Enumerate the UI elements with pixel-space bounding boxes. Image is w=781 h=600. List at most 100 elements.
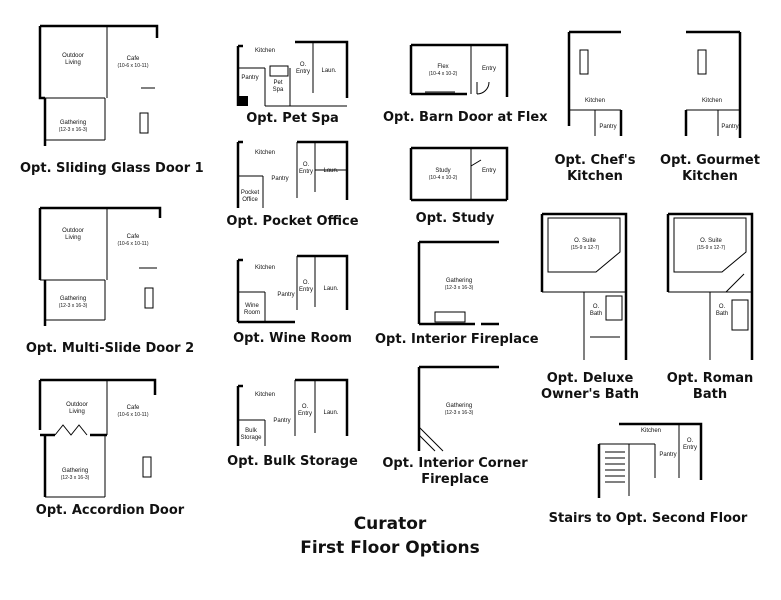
gathering-dimensions: (12-3 x 16-3) [58, 303, 88, 309]
outdoor-living-label: Outdoor Living [62, 53, 84, 66]
kitchen-label: Kitchen [640, 428, 661, 434]
caption-line-2: Kitchen [567, 169, 623, 184]
cafe-dimensions: (10-6 x 10-11) [117, 241, 149, 247]
laundry-label: Laun. [323, 286, 339, 292]
bulk-storage-label: Bulk Storage [240, 428, 262, 441]
title-line-1: Curator [353, 514, 427, 534]
laundry-label: Laun. [323, 410, 339, 416]
suite-name: O. Suite [700, 238, 722, 244]
laundry-label: Laun. [323, 168, 339, 174]
gathering-dimensions: (12-3 x 16-3) [58, 127, 88, 133]
kitchen-label: Kitchen [254, 392, 275, 398]
caption-sliding-glass-door: Opt. Sliding Glass Door 1 [20, 161, 204, 176]
plan-interior-corner-fireplace: Gathering (12-3 x 16-3) [415, 365, 505, 455]
page-title: Curator First Floor Options [220, 512, 560, 560]
caption-line-2: Kitchen [682, 169, 738, 184]
suite-dimensions: (15-9 x 12-7) [570, 245, 600, 251]
owner-suite-label: O. Suite (15-9 x 12-7) [560, 238, 610, 252]
cafe-name: Cafe [126, 234, 140, 240]
entry-label: O. Entry [298, 280, 313, 293]
gourmet-kitchen-drawing [684, 30, 742, 138]
study-dimensions: (10-4 x 10-2) [428, 175, 458, 181]
pocket-office-label: Pocket Office [240, 190, 260, 203]
plan-gourmet-kitchen: Kitchen Pantry [682, 30, 744, 138]
entry-label: O. Entry [298, 162, 313, 175]
gathering-name: Gathering [59, 296, 87, 302]
stairs-second-floor-drawing [597, 422, 703, 498]
gathering-label: Gathering (12-3 x 16-3) [435, 403, 483, 417]
gathering-dimensions: (12-3 x 16-3) [444, 410, 474, 416]
caption-roman-bath: Opt. Roman Bath [660, 371, 760, 403]
owner-bath-label: O. Bath [715, 304, 729, 317]
kitchen-label: Kitchen [584, 98, 605, 104]
caption-study: Opt. Study [415, 211, 495, 226]
cafe-name: Cafe [126, 405, 140, 411]
entry-label: O. Entry [297, 404, 312, 417]
plan-accordion-door: Outdoor Living Cafe (10-6 x 10-11) Gathe… [35, 375, 165, 505]
caption-line-2: Bath [692, 387, 728, 402]
cafe-label: Cafe (10-6 x 10-11) [113, 405, 153, 419]
gathering-name: Gathering [61, 468, 89, 474]
kitchen-label: Kitchen [254, 150, 275, 156]
suite-name: O. Suite [574, 238, 596, 244]
deluxe-owners-bath-drawing [540, 212, 628, 360]
caption-bulk-storage: Opt. Bulk Storage [227, 454, 358, 469]
outdoor-living-label: Outdoor Living [62, 228, 84, 241]
caption-gourmet-kitchen: Opt. Gourmet Kitchen [660, 153, 760, 185]
plan-pet-spa: Kitchen Pantry Pet Spa O. Entry Laun. [235, 38, 350, 108]
entry-label: Entry [481, 66, 496, 72]
pantry-label: Pantry [721, 124, 739, 130]
flex-label: Flex (10-4 x 10-2) [419, 64, 467, 78]
pet-spa-drawing [236, 40, 349, 107]
pantry-label: Pantry [659, 452, 677, 458]
owner-bath-label: O. Bath [589, 304, 603, 317]
interior-fireplace-drawing [417, 240, 499, 326]
kitchen-label: Kitchen [254, 48, 275, 54]
caption-accordion-door: Opt. Accordion Door [35, 503, 185, 518]
entry-label: Entry [481, 168, 496, 174]
plan-bulk-storage: Kitchen Pantry Bulk Storage O. Entry Lau… [235, 378, 350, 448]
caption-interior-fireplace: Opt. Interior Fireplace [375, 332, 539, 347]
suite-dimensions: (15-9 x 12-7) [696, 245, 726, 251]
owner-suite-label: O. Suite (15-9 x 12-7) [686, 238, 736, 252]
gathering-name: Gathering [59, 120, 87, 126]
cafe-label: Cafe (10-6 x 10-11) [113, 234, 153, 248]
caption-line-1: Opt. Deluxe [546, 371, 634, 386]
plan-chefs-kitchen: Kitchen Pantry [565, 30, 625, 138]
bulk-storage-drawing [236, 378, 349, 446]
plan-sliding-glass-door: Outdoor Living Cafe (10-6 x 10-11) Gathe… [35, 18, 165, 148]
kitchen-label: Kitchen [701, 98, 722, 104]
caption-pet-spa: Opt. Pet Spa [246, 111, 339, 126]
interior-corner-fireplace-drawing [417, 365, 499, 452]
plan-pocket-office: Kitchen Pantry Pocket Office O. Entry La… [235, 140, 350, 210]
plan-stairs-second-floor: Kitchen Pantry O. Entry [595, 420, 705, 500]
cafe-name: Cafe [126, 56, 140, 62]
accordion-door-drawing [38, 378, 157, 498]
cafe-label: Cafe (10-6 x 10-11) [113, 56, 153, 70]
gathering-name: Gathering [445, 278, 473, 284]
pantry-label: Pantry [277, 292, 295, 298]
pantry-label: Pantry [271, 176, 289, 182]
plan-wine-room: Kitchen Pantry Wine Room O. Entry Laun. [235, 252, 350, 324]
cafe-dimensions: (10-6 x 10-11) [117, 63, 149, 69]
caption-line-1: Opt. Gourmet [660, 153, 760, 168]
pantry-label: Pantry [241, 75, 259, 81]
multi-slide-door-drawing [38, 206, 162, 326]
plan-deluxe-owners-bath: O. Suite (15-9 x 12-7) O. Bath [540, 212, 630, 362]
pet-spa-label: Pet Spa [272, 80, 284, 93]
kitchen-label: Kitchen [254, 265, 275, 271]
plan-roman-bath: O. Suite (15-9 x 12-7) O. Bath [666, 212, 756, 362]
outdoor-living-label: Outdoor Living [66, 402, 88, 415]
barn-door-drawing [409, 43, 509, 97]
roman-bath-drawing [666, 212, 754, 360]
pantry-label: Pantry [273, 418, 291, 424]
caption-barn-door: Opt. Barn Door at Flex [383, 110, 548, 125]
caption-interior-corner-fireplace: Opt. Interior Corner Fireplace [375, 456, 535, 488]
sliding-glass-door-drawing [38, 24, 159, 146]
plan-multi-slide-door: Outdoor Living Cafe (10-6 x 10-11) Gathe… [35, 198, 165, 328]
caption-wine-room: Opt. Wine Room [233, 331, 352, 346]
title-line-2: First Floor Options [300, 538, 480, 558]
wine-room-drawing [236, 254, 349, 324]
entry-label: O. Entry [295, 62, 310, 75]
pocket-office-drawing [236, 140, 349, 208]
